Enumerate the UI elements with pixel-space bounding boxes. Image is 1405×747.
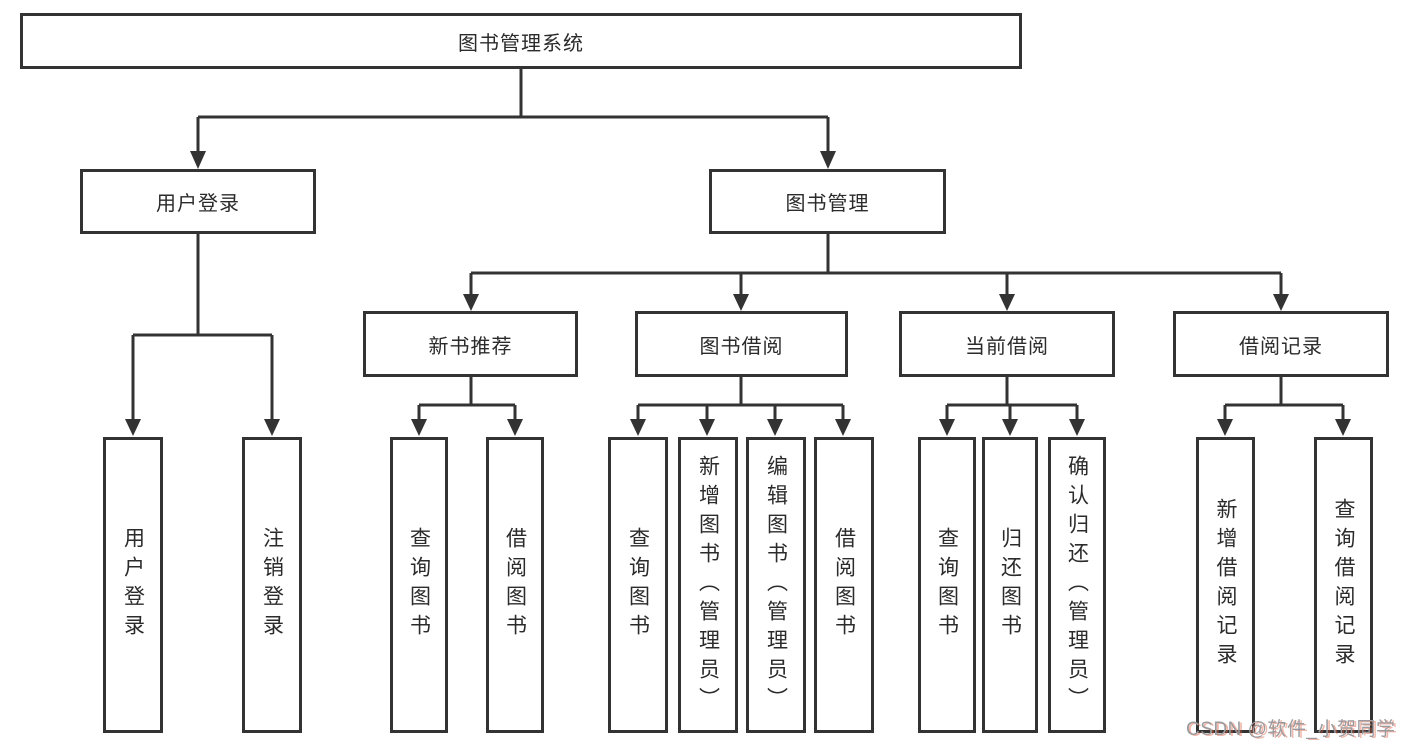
node-borrow-records: 借阅记录 [1173, 311, 1389, 377]
leaf-query-borrow-record: 查询借阅记录 [1314, 437, 1373, 733]
node-book-borrow: 图书借阅 [635, 311, 848, 377]
leaf-add-borrow-record-label: 新增借阅记录 [1214, 498, 1238, 672]
leaf-query-books-recommend-label: 查询图书 [407, 527, 431, 643]
edge-lines [131, 68, 1345, 420]
leaf-borrow-books-recommend-label: 借阅图书 [503, 527, 527, 643]
node-book-management-label: 图书管理 [785, 193, 870, 215]
leaf-logout-label: 注销登录 [260, 527, 284, 643]
node-current-borrow: 当前借阅 [899, 311, 1115, 377]
leaf-edit-books-admin: 编辑图书（管理员） [746, 437, 806, 733]
leaf-edit-books-admin-label: 编辑图书（管理员） [764, 454, 788, 716]
watermark: CSDN @软件_小贺同学 [1186, 719, 1396, 740]
node-root: 图书管理系统 [20, 13, 1022, 69]
node-new-book-recommend-label: 新书推荐 [428, 335, 513, 358]
node-new-book-recommend: 新书推荐 [363, 311, 578, 377]
node-book-borrow-label: 图书借阅 [699, 335, 784, 358]
leaf-query-books-current-label: 查询图书 [935, 527, 959, 643]
leaf-borrow-books-recommend: 借阅图书 [486, 437, 544, 733]
leaf-confirm-return-admin: 确认归还（管理员） [1048, 437, 1106, 733]
node-root-label: 图书管理系统 [458, 32, 584, 55]
node-user-login: 用户登录 [80, 169, 316, 234]
leaf-add-books-admin-label: 新增图书（管理员） [696, 454, 720, 716]
leaf-return-books: 归还图书 [982, 437, 1038, 733]
leaf-query-books-borrow: 查询图书 [608, 437, 668, 733]
leaf-user-login-label: 用户登录 [121, 527, 145, 643]
leaf-add-books-admin: 新增图书（管理员） [678, 437, 738, 733]
leaf-borrow-books: 借阅图书 [814, 437, 874, 733]
leaf-return-books-label: 归还图书 [998, 527, 1022, 643]
leaf-query-books-recommend: 查询图书 [390, 437, 448, 733]
leaf-query-books-borrow-label: 查询图书 [626, 527, 650, 643]
leaf-query-borrow-record-label: 查询借阅记录 [1332, 498, 1356, 672]
leaf-query-books-current: 查询图书 [918, 437, 976, 733]
leaf-logout: 注销登录 [242, 437, 302, 733]
node-current-borrow-label: 当前借阅 [965, 335, 1049, 358]
node-book-management: 图书管理 [709, 169, 946, 234]
leaf-confirm-return-admin-label: 确认归还（管理员） [1065, 454, 1089, 716]
leaf-user-login: 用户登录 [103, 437, 163, 733]
leaf-borrow-books-label: 借阅图书 [832, 527, 856, 643]
node-user-login-label: 用户登录 [156, 193, 240, 215]
leaf-add-borrow-record: 新增借阅记录 [1196, 437, 1255, 733]
node-borrow-records-label: 借阅记录 [1239, 335, 1323, 358]
